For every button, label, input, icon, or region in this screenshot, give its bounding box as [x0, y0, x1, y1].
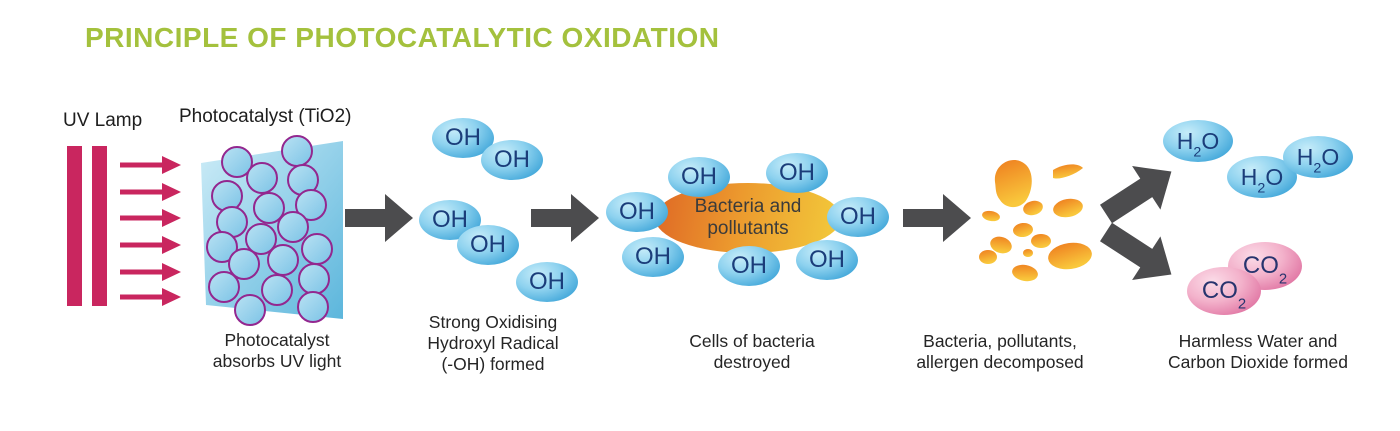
stage1-caption: Photocatalyst absorbs UV light: [182, 330, 372, 372]
h2o-formula: H: [1296, 143, 1314, 170]
oh-radical-bubble: OH: [457, 225, 519, 265]
process-arrow-icon: [903, 194, 971, 242]
uv-rays-arrows: [120, 156, 181, 306]
h2o-formula: H: [1240, 163, 1258, 190]
uv-lamp-bar: [67, 146, 82, 306]
h2o-formula: O: [1265, 163, 1284, 190]
page-title: PRINCIPLE OF PHOTOCATALYTIC OXIDATION: [85, 22, 720, 53]
tio2-particles: [206, 135, 333, 326]
caption-line: destroyed: [713, 352, 791, 372]
caption-line: absorbs UV light: [212, 351, 342, 371]
uv-ray-arrow-group: [120, 156, 181, 306]
co2-formula: CO: [1201, 277, 1238, 304]
oh-radical-bubble: OH: [718, 246, 780, 286]
oh-radical-bubble: OH: [481, 140, 543, 180]
photocatalyst-panel: [201, 135, 343, 326]
caption-line: Cells of bacteria: [689, 331, 815, 351]
caption-line: Carbon Dioxide formed: [1168, 352, 1348, 372]
photocatalyst-label: Photocatalyst (TiO2): [179, 106, 352, 127]
h2o-formula: H: [1176, 127, 1194, 154]
decomposed-fragments: [979, 160, 1092, 282]
caption-line: Strong Oxidising: [428, 312, 558, 332]
oh-radical-bubble: OH: [516, 262, 578, 302]
split-arrows-icon: [1100, 166, 1172, 280]
h2o-subscript: 2: [1313, 160, 1322, 177]
caption-line: Bacteria, pollutants,: [923, 331, 1077, 351]
caption-line: (-OH) formed: [441, 354, 545, 374]
process-arrow-icon: [345, 194, 413, 242]
uv-lamp-bar: [92, 146, 107, 306]
h2o-formula: O: [1321, 143, 1340, 170]
oh-radical-bubble: OH: [419, 200, 481, 240]
caption-line: Harmless Water and: [1178, 331, 1338, 351]
bacteria-pollutants-label: Bacteria and pollutants: [694, 196, 802, 239]
stage5-caption: Harmless Water and Carbon Dioxide formed: [1152, 331, 1364, 373]
oh-radical-bubble: OH: [668, 157, 730, 197]
stage2-caption: Strong Oxidising Hydroxyl Radical (-OH) …: [398, 312, 588, 375]
stage3-caption: Cells of bacteria destroyed: [657, 331, 847, 373]
uv-lamp-label: UV Lamp: [63, 110, 143, 131]
oh-radical-bubble: OH: [606, 192, 668, 232]
stage4-caption: Bacteria, pollutants, allergen decompose…: [900, 331, 1100, 373]
oh-radical-bubble: OH: [796, 240, 858, 280]
h2o-subscript: 2: [1257, 180, 1266, 197]
process-arrow-icon: [531, 194, 599, 242]
co2-subscript: 2: [1278, 271, 1288, 288]
caption-line: Hydroxyl Radical: [427, 333, 559, 353]
caption-line: Photocatalyst: [224, 330, 330, 350]
oh-radical-bubble: OH: [432, 118, 494, 158]
oh-radical-bubble: OH: [622, 237, 684, 277]
oh-radical-bubble: OH: [766, 153, 828, 193]
h2o-formula: O: [1201, 127, 1220, 154]
caption-line: allergen decomposed: [916, 352, 1084, 372]
h2o-subscript: 2: [1193, 144, 1202, 161]
co2-subscript: 2: [1237, 296, 1247, 313]
oh-radical-bubble: OH: [827, 197, 889, 237]
fragment-shapes: [979, 160, 1092, 282]
